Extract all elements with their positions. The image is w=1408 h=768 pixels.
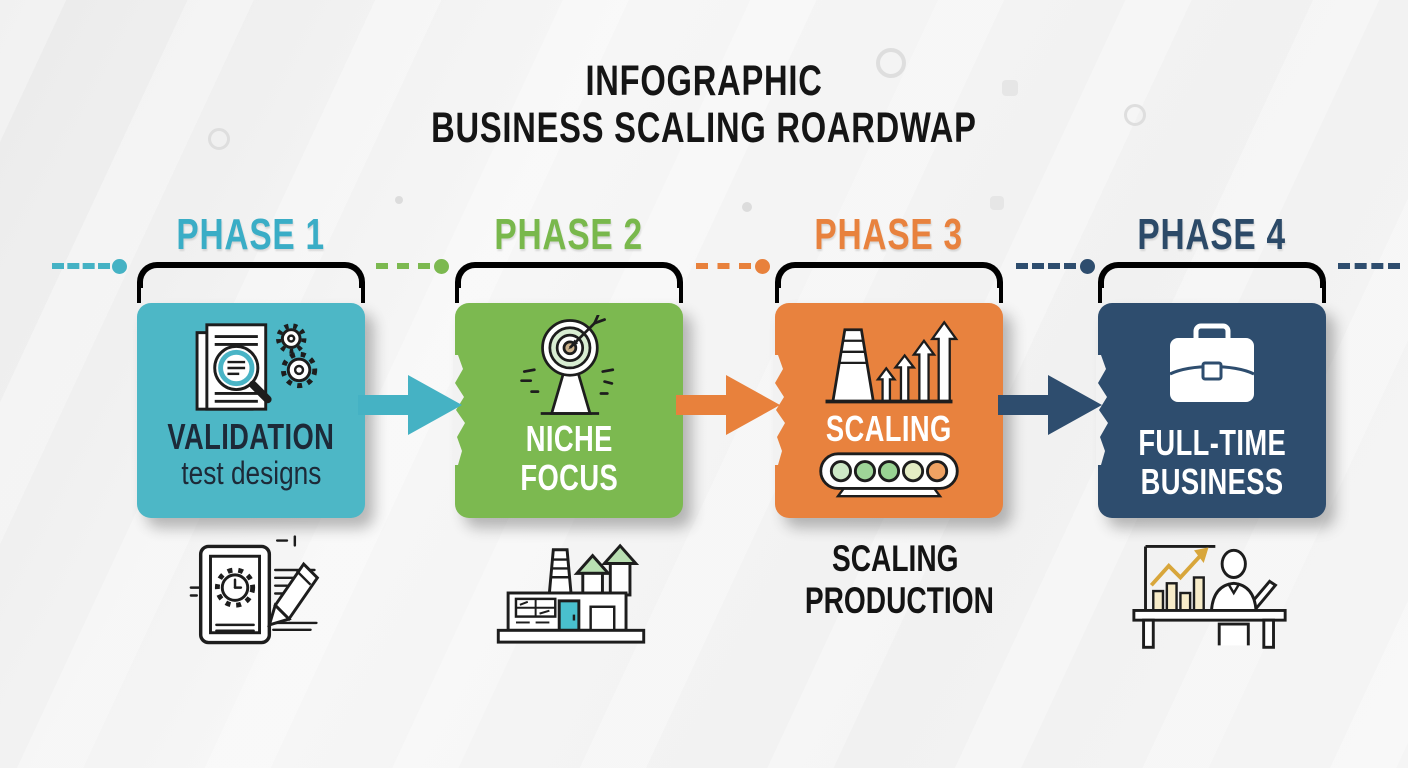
- phase-4-bracket-sides: [1098, 288, 1326, 303]
- timeline-dot: [434, 259, 449, 274]
- timeline-dashes: [696, 263, 751, 269]
- phase-2-label: PHASE 2: [494, 210, 644, 259]
- title-line-2: BUSINESS SCALING ROARDWAP: [431, 104, 977, 152]
- document-magnifier-gears-icon: [195, 323, 318, 411]
- phase-4-label: PHASE 4: [1137, 210, 1287, 259]
- phase-1-title: VALIDATION: [167, 416, 335, 457]
- clipboard-gear-pencil-icon: [189, 535, 320, 645]
- phase-2-title: NICHE FOCUS: [520, 418, 618, 498]
- phase-3-block: SCALING: [773, 303, 1003, 518]
- phase-4-title: FULL-TIME BUSINESS: [1138, 422, 1286, 502]
- factory-icon: [496, 543, 646, 644]
- smokestack-growth-arrows-icon: [825, 320, 959, 404]
- timeline-dashes: [376, 263, 430, 269]
- timeline-dot: [1080, 259, 1095, 274]
- phase-4-block: FULL-TIME BUSINESS: [1096, 303, 1326, 518]
- phase-1-label: PHASE 1: [176, 210, 326, 259]
- phase-3-bracket-sides: [775, 288, 1003, 303]
- timeline-dashes: [1016, 263, 1076, 269]
- decorative-dot: [742, 202, 752, 212]
- timeline-dashes: [1338, 263, 1400, 269]
- arrow-right-icon: [676, 375, 780, 435]
- phase-1-bracket: [137, 262, 365, 288]
- phase-1-subtitle: test designs: [180, 455, 322, 491]
- torn-edge-notch: [453, 355, 465, 465]
- timeline-dashes: [52, 263, 110, 269]
- timeline-dot: [112, 259, 127, 274]
- phase-2-block: NICHE FOCUS: [453, 303, 683, 518]
- phase-3-footer-text: SCALING PRODUCTION: [804, 538, 994, 621]
- arrow-right-icon: [998, 375, 1102, 435]
- torn-edge-notch: [773, 355, 785, 465]
- timeline-dot: [755, 259, 770, 274]
- analyst-at-desk-icon: [1132, 545, 1287, 649]
- conveyor-belt-icon: [819, 452, 959, 498]
- torn-edge-notch: [1096, 355, 1108, 465]
- decorative-square: [990, 196, 1004, 210]
- phase-2-bracket-sides: [455, 288, 683, 303]
- phase-1-block: VALIDATION test designs: [137, 303, 365, 518]
- arrow-right-icon: [358, 375, 462, 435]
- phase-1-bracket-sides: [137, 288, 365, 303]
- phase-4-bracket: [1098, 262, 1326, 288]
- phase-3-bracket: [775, 262, 1003, 288]
- phase-3-label: PHASE 3: [814, 210, 964, 259]
- page-title: INFOGRAPHIC BUSINESS SCALING ROARDWAP: [0, 58, 1408, 152]
- title-line-1: INFOGRAPHIC: [585, 57, 823, 105]
- target-arrow-icon: [520, 315, 615, 415]
- decorative-dot: [395, 196, 403, 204]
- briefcase-icon: [1169, 323, 1255, 402]
- phase-3-title: SCALING: [826, 408, 952, 449]
- phase-2-bracket: [455, 262, 683, 288]
